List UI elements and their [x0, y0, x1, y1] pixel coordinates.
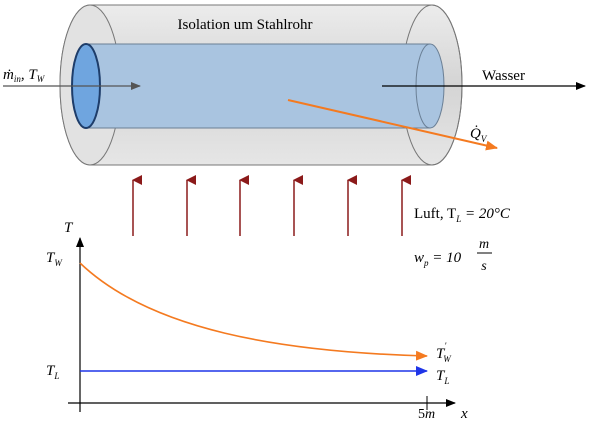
water-label: Wasser	[482, 68, 525, 84]
inlet-mdot: ṁ	[3, 67, 14, 83]
curve-air-sub: L	[443, 376, 449, 386]
x-tick-5: 5	[418, 407, 425, 422]
curve-water-t: T	[436, 346, 446, 362]
temperature-plot: T x 5m TW TL T'W TL	[46, 220, 468, 422]
inlet-sub: in	[14, 74, 22, 84]
heat-loss-sub: V	[481, 134, 488, 144]
y-tick-tw-sub: W	[54, 258, 63, 268]
air-speed-sub: p	[423, 258, 429, 268]
air-label: Luft, TL = 20°C	[414, 206, 511, 224]
air-speed-label: wp = 10	[414, 250, 462, 268]
air-flow-arrows	[132, 175, 411, 236]
x-tick-label: 5m	[418, 407, 435, 422]
air-speed-den: s	[481, 259, 487, 274]
x-axis-label: x	[460, 406, 468, 422]
air-speed-eq: = 10	[429, 250, 462, 266]
y-tick-tl-sub: L	[53, 371, 59, 381]
insulated-pipe	[59, 4, 463, 166]
water-temperature-curve	[79, 262, 428, 361]
y-tick-tw-t: T	[46, 250, 56, 266]
inlet-sep: , T	[21, 67, 39, 83]
air-speed-num: m	[479, 237, 489, 252]
curve-water-prime: '	[444, 341, 447, 351]
air-speed-w: w	[414, 250, 424, 266]
curve-air-label: TL	[436, 368, 449, 386]
heat-loss-label: Q̇V	[470, 126, 488, 144]
curve-water-sub: W	[443, 354, 452, 364]
x-tick-m: m	[425, 407, 435, 422]
curve-water-label: T' W	[436, 341, 452, 364]
y-axis-label: T	[64, 220, 74, 236]
insulation-label: Isolation um Stahlrohr	[178, 17, 313, 33]
air-label-value: = 20°C	[461, 206, 511, 222]
y-tick-tl: TL	[46, 363, 59, 381]
y-tick-tw: TW	[46, 250, 63, 268]
y-tick-tl-t: T	[46, 363, 56, 379]
inlet-label: ṁin, TW	[3, 67, 46, 84]
air-label-text: Luft, T	[414, 206, 456, 222]
heat-loss-arrow	[287, 99, 498, 151]
curve-air-t: T	[436, 368, 446, 384]
heat-loss-q: Q̇	[470, 126, 481, 142]
inlet-sub2: W	[37, 74, 46, 84]
air-label-sub: L	[455, 214, 461, 224]
